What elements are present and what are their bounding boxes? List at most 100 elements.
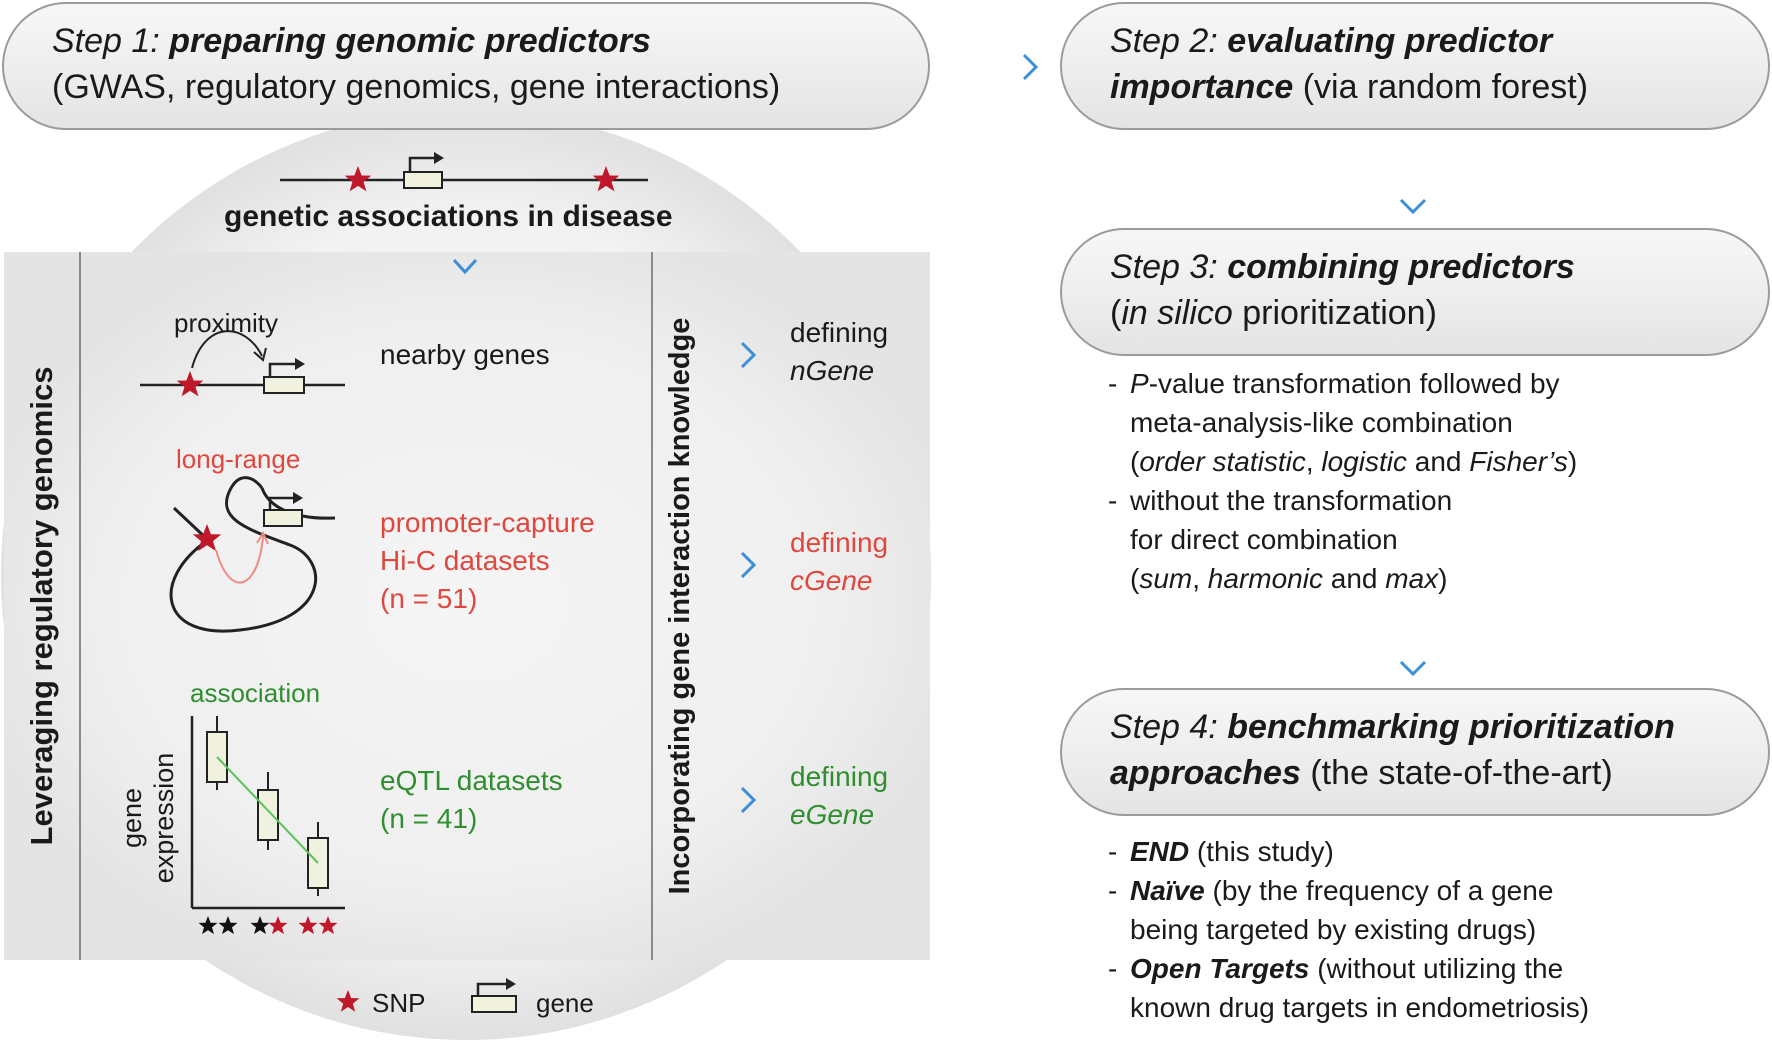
bullet-text-part: ,	[1192, 563, 1208, 594]
gene-legend-icon	[471, 995, 517, 1013]
bullet-text: without the transformation	[1130, 481, 1452, 520]
bullet-text-part: logistic	[1321, 446, 1407, 477]
bullet-dash	[1108, 988, 1130, 1027]
left-vertical-label: Leveraging regulatory genomics	[24, 366, 59, 846]
step3-title: combining predictors	[1227, 248, 1575, 286]
right-vertical-label: Incorporating gene interaction knowledge	[664, 317, 696, 895]
nearby-genes-label: nearby genes	[380, 339, 550, 370]
bullet-dash: -	[1108, 368, 1118, 399]
proximity-label: proximity	[174, 308, 279, 338]
bullet-text: P-value transformation followed by	[1130, 364, 1560, 403]
cgene-label: defining cGene	[790, 524, 888, 600]
ngene-name: nGene	[790, 355, 875, 386]
step4-title-line2: approaches	[1110, 754, 1301, 792]
bullet-text-part: for direct combination	[1130, 524, 1398, 555]
legend-icons	[336, 978, 517, 1013]
bullet-text-part: -value transformation followed by	[1148, 368, 1560, 399]
defining-arrows	[688, 341, 757, 814]
bullet-text: Open Targets (without utilizing the	[1130, 949, 1563, 988]
bullet-text-part: being targeted by existing drugs)	[1130, 914, 1537, 945]
step2-suffix: (via random forest)	[1302, 68, 1589, 106]
egene-label: defining eGene	[790, 758, 888, 834]
bullet-text: known drug targets in endometriosis)	[1130, 988, 1589, 1027]
cgene-defining: defining	[790, 527, 889, 558]
step3-label: Step 3:	[1110, 248, 1218, 286]
bullet-text-part: harmonic	[1207, 563, 1323, 594]
step4-box: Step 4: benchmarking prioritization appr…	[1060, 688, 1770, 816]
bullet-text-part: max	[1385, 563, 1439, 594]
step3-italic: in silico	[1121, 294, 1233, 332]
step1-box: Step 1: preparing genomic predictors (GW…	[2, 2, 930, 130]
bullet-text-part: meta-analysis-like combination	[1130, 407, 1513, 438]
bullet-text-part: END	[1130, 836, 1190, 867]
step4-bullet-row: -Open Targets (without utilizing the	[1108, 949, 1589, 988]
bullet-text-part: and	[1406, 446, 1470, 477]
eqtl-label: eQTL datasets (n = 41)	[380, 762, 563, 838]
bullet-text-part: (without utilizing the	[1309, 953, 1564, 984]
bullet-text-part: (	[1130, 563, 1140, 594]
ylabel-line2: expression	[149, 752, 179, 884]
bullet-text: Naïve (by the frequency of a gene	[1130, 871, 1553, 910]
bullet-text-part: known drug targets in endometriosis)	[1130, 992, 1590, 1023]
bullet-text-part: order statistic	[1139, 446, 1306, 477]
down-arrow-small	[452, 246, 478, 275]
hic-line1: promoter-capture	[380, 507, 595, 538]
step3-bullet-row: (order statistic, logistic and Fisher’s)	[1108, 442, 1577, 481]
bullet-dash: -	[1108, 485, 1118, 516]
eqtl-boxplot	[190, 716, 345, 935]
bullet-text-part: )	[1567, 446, 1578, 477]
bullet-text-part: (this study)	[1189, 836, 1334, 867]
step2-label: Step 2:	[1110, 22, 1218, 60]
step2-title-line1: evaluating predictor	[1227, 22, 1553, 60]
genomic-track-top	[280, 152, 648, 192]
association-label: association	[190, 678, 321, 708]
proximity-diagram	[140, 330, 345, 397]
legend-snp-label: SNP	[372, 988, 426, 1018]
bullet-dash	[1108, 442, 1130, 481]
long-range-label: long-range	[176, 444, 301, 474]
long-range-diagram	[169, 476, 336, 633]
step1-label: Step 1:	[52, 22, 160, 60]
eqtl-line2: (n = 41)	[380, 803, 478, 834]
ngene-defining: defining	[790, 317, 889, 348]
bullet-text: meta-analysis-like combination	[1130, 403, 1513, 442]
ngene-label: defining nGene	[790, 314, 888, 390]
step3-bullet-row: meta-analysis-like combination	[1108, 403, 1577, 442]
step1-subtitle: (GWAS, regulatory genomics, gene interac…	[52, 68, 781, 106]
gene-expression-ylabel: gene expression	[116, 753, 180, 884]
hic-label: promoter-capture Hi-C datasets (n = 51)	[380, 504, 595, 618]
step4-bullet-row: -END (this study)	[1108, 832, 1589, 871]
panel-background	[1, 110, 931, 1040]
step3-bullet-row: -P-value transformation followed by	[1108, 364, 1577, 403]
bullet-text-part: (by the frequency of a gene	[1204, 875, 1554, 906]
bullet-dash: -	[1108, 953, 1118, 984]
step3-box: Step 3: combining predictors (in silico …	[1060, 228, 1770, 356]
cgene-name: cGene	[790, 565, 873, 596]
bullet-text-part: Open Targets	[1130, 953, 1310, 984]
eqtl-line1: eQTL datasets	[380, 765, 563, 796]
bullet-text-part: Naïve	[1130, 875, 1205, 906]
step4-bullet-row: known drug targets in endometriosis)	[1108, 988, 1589, 1027]
step3-paren: (	[1110, 294, 1122, 332]
bullet-text-part: P	[1130, 368, 1149, 399]
legend-gene-label: gene	[536, 988, 594, 1018]
gene-box-icon	[403, 171, 443, 189]
bullet-dash	[1108, 910, 1130, 949]
bullet-text: being targeted by existing drugs)	[1130, 910, 1536, 949]
bullet-text: END (this study)	[1130, 832, 1334, 871]
hic-line3: (n = 51)	[380, 583, 478, 614]
bullet-text-part: and	[1322, 563, 1386, 594]
hic-line2: Hi-C datasets	[380, 545, 550, 576]
bullet-dash	[1108, 559, 1130, 598]
bullet-text-part: without the transformation	[1130, 485, 1453, 516]
bullet-text-part: sum	[1139, 563, 1193, 594]
bullet-text-part: )	[1438, 563, 1448, 594]
bullet-dash	[1108, 403, 1130, 442]
step3-bullet-row: (sum, harmonic and max)	[1108, 559, 1577, 598]
bullet-text: (sum, harmonic and max)	[1130, 559, 1447, 598]
step2-box: Step 2: evaluating predictor importance …	[1060, 2, 1770, 130]
step4-bullet-row: being targeted by existing drugs)	[1108, 910, 1589, 949]
bullet-text-part: (	[1130, 446, 1140, 477]
bullet-text: (order statistic, logistic and Fisher’s)	[1130, 442, 1577, 481]
